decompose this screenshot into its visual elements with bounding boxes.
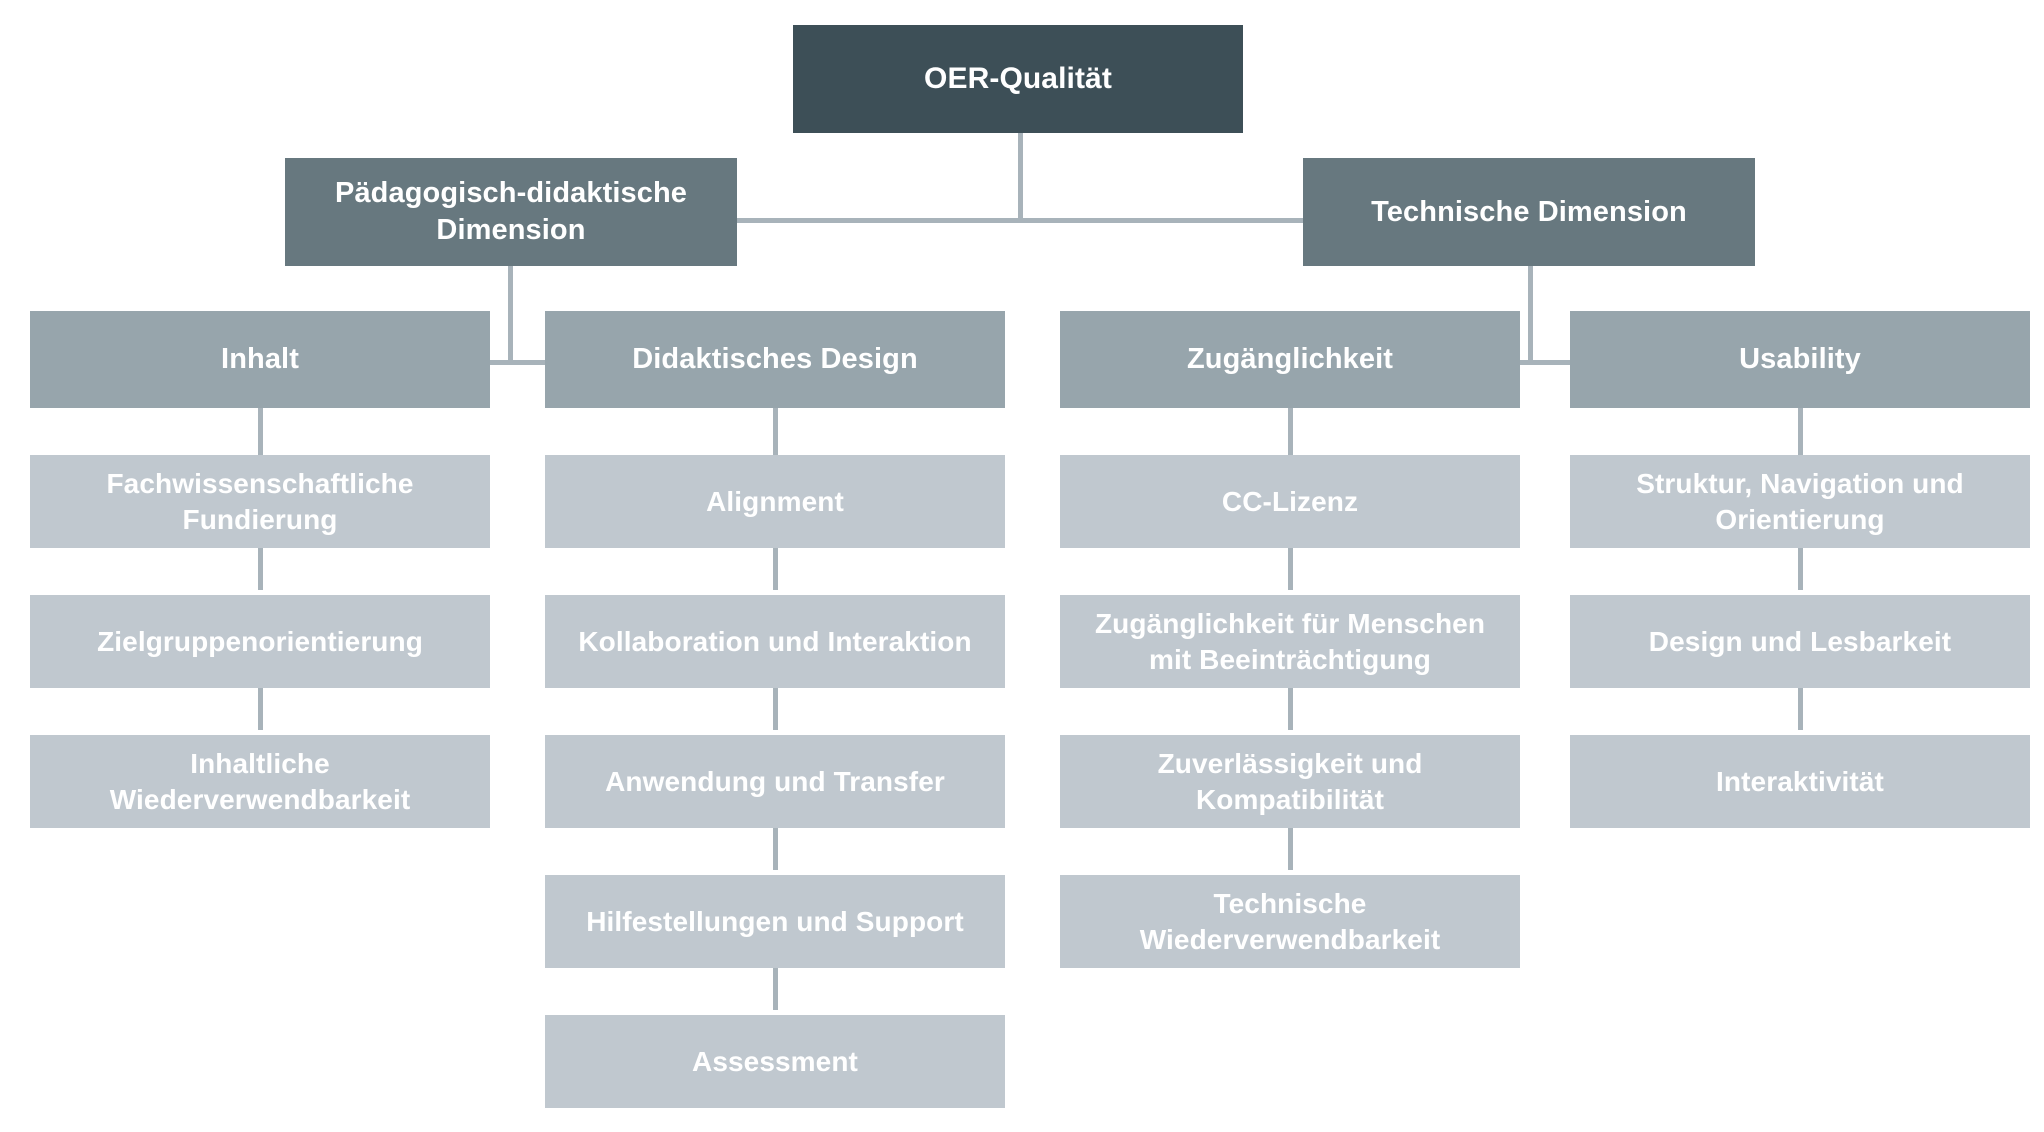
node-category-usability[interactable]: Usability xyxy=(1570,311,2030,408)
connector-col1-1 xyxy=(258,408,263,460)
connector-col1-3 xyxy=(258,688,263,730)
connector-col2-1 xyxy=(773,408,778,460)
connector-col3-4 xyxy=(1288,828,1293,870)
connector-col4-2 xyxy=(1798,548,1803,590)
node-criterion-interaktivitaet[interactable]: Interaktivität xyxy=(1570,735,2030,828)
connector-col2-4 xyxy=(773,828,778,870)
connector-dim-right-stem xyxy=(1528,265,1533,363)
connector-col2-5 xyxy=(773,968,778,1010)
connector-col1-2 xyxy=(258,548,263,590)
connector-col3-1 xyxy=(1288,408,1293,460)
node-criterion-fachwissenschaftliche-fundierung[interactable]: Fachwissenschaftliche Fundierung xyxy=(30,455,490,548)
node-root-oer-qualitaet[interactable]: OER-Qualität xyxy=(793,25,1243,133)
node-criterion-assessment[interactable]: Assessment xyxy=(545,1015,1005,1108)
connector-dim-right-bar xyxy=(1510,360,1570,365)
connector-col2-2 xyxy=(773,548,778,590)
connector-dim-left-stem xyxy=(508,265,513,363)
node-category-didaktisches-design[interactable]: Didaktisches Design xyxy=(545,311,1005,408)
connector-col3-3 xyxy=(1288,688,1293,730)
connector-dim-left-bar xyxy=(490,360,550,365)
node-category-inhalt[interactable]: Inhalt xyxy=(30,311,490,408)
connector-col4-3 xyxy=(1798,688,1803,730)
node-criterion-zielgruppenorientierung[interactable]: Zielgruppenorientierung xyxy=(30,595,490,688)
node-criterion-technische-wiederverwendbarkeit[interactable]: Technische Wiederverwendbarkeit xyxy=(1060,875,1520,968)
node-criterion-cc-lizenz[interactable]: CC-Lizenz xyxy=(1060,455,1520,548)
node-criterion-inhaltliche-wiederverwendbarkeit[interactable]: Inhaltliche Wiederverwendbarkeit xyxy=(30,735,490,828)
connector-col3-2 xyxy=(1288,548,1293,590)
node-category-zugaenglichkeit[interactable]: Zugänglichkeit xyxy=(1060,311,1520,408)
node-criterion-anwendung-und-transfer[interactable]: Anwendung und Transfer xyxy=(545,735,1005,828)
node-criterion-kollaboration-und-interaktion[interactable]: Kollaboration und Interaktion xyxy=(545,595,1005,688)
connector-dimensions-bar xyxy=(508,218,1528,223)
node-criterion-struktur-navigation-und-orientierung[interactable]: Struktur, Navigation und Orientierung xyxy=(1570,455,2030,548)
connector-root-stem xyxy=(1018,133,1023,218)
node-criterion-hilfestellungen-und-support[interactable]: Hilfestellungen und Support xyxy=(545,875,1005,968)
node-criterion-design-und-lesbarkeit[interactable]: Design und Lesbarkeit xyxy=(1570,595,2030,688)
node-criterion-zugaenglichkeit-fuer-menschen-mit-beeintraechtigung[interactable]: Zugänglichkeit für Menschen mit Beeinträ… xyxy=(1060,595,1520,688)
node-criterion-zuverlaessigkeit-und-kompatibilitaet[interactable]: Zuverlässigkeit und Kompatibilität xyxy=(1060,735,1520,828)
node-dimension-technische[interactable]: Technische Dimension xyxy=(1303,158,1755,266)
connector-col2-3 xyxy=(773,688,778,730)
node-dimension-paedagogisch-didaktisch[interactable]: Pädagogisch-didaktische Dimension xyxy=(285,158,737,266)
connector-col4-1 xyxy=(1798,408,1803,460)
node-criterion-alignment[interactable]: Alignment xyxy=(545,455,1005,548)
